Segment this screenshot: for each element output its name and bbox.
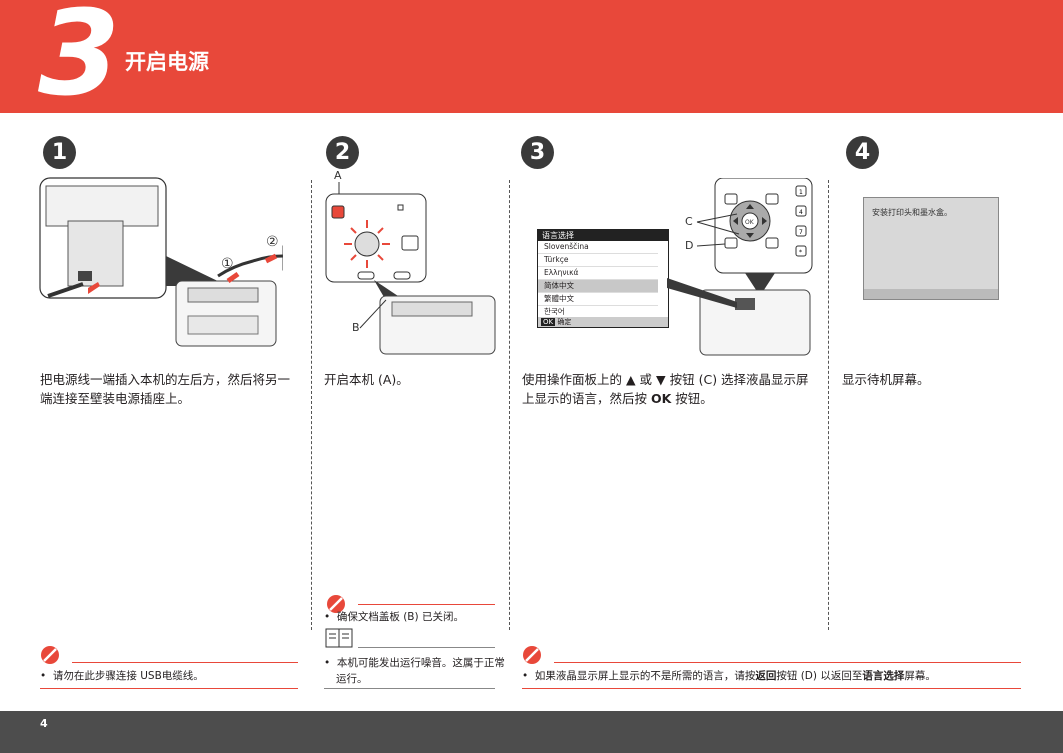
- step-3-description: 使用操作面板上的 ▲ 或 ▼ 按钮 (C) 选择液晶显示屏上显示的语言，然后按 …: [522, 372, 809, 406]
- lcd-footer: OK 确定: [538, 317, 668, 327]
- note-divider: [72, 662, 298, 663]
- standby-message: 安装打印头和墨水盒。: [872, 208, 952, 217]
- lcd-language-item[interactable]: Türkçe: [538, 254, 658, 267]
- lcd-language-screen: 语言选择 Slovenščina Türkçe Ελληνικά 简体中文 繁體…: [537, 229, 669, 328]
- section-title: 开启电源: [125, 50, 209, 74]
- power-button-illustration: A B: [325, 169, 496, 355]
- column-divider: [828, 180, 829, 630]
- callout-2: ②: [266, 234, 279, 250]
- callout-1: ①: [221, 256, 234, 272]
- pointer-wedge: [667, 278, 737, 308]
- panel-key: *: [799, 249, 802, 256]
- label-a: A: [334, 169, 342, 182]
- step-3-caution-text: • 如果液晶显示屏上显示的不是所需的语言，请按返回按钮 (D) 以返回至语言选择…: [522, 670, 936, 682]
- step-4-badge: 4: [846, 136, 879, 169]
- note-divider: [554, 662, 1021, 663]
- label-c: C: [685, 215, 693, 228]
- step-2-badge: 2: [326, 136, 359, 169]
- column-divider: [509, 180, 510, 630]
- step-2-description: 开启本机 (A)。: [324, 372, 409, 387]
- note-divider: [358, 647, 495, 648]
- svg-text:OK: OK: [745, 219, 755, 226]
- step-4-description: 显示待机屏幕。: [842, 372, 930, 387]
- lcd-language-item-selected[interactable]: 简体中文: [538, 280, 658, 293]
- step-1-badge: 1: [43, 136, 76, 169]
- standby-footer-bar: [864, 289, 998, 299]
- step-1-caution-text: • 请勿在此步骤连接 USB电缆线。: [40, 670, 204, 682]
- caution-icon: [523, 646, 541, 664]
- step-3-badge: 3: [521, 136, 554, 169]
- label-b: B: [352, 321, 360, 334]
- note-bottom-line: [324, 688, 495, 689]
- book-icon: [325, 628, 353, 648]
- caution-icon: [327, 595, 345, 613]
- lcd-language-item[interactable]: 繁體中文: [538, 293, 658, 306]
- footer-bar: [0, 711, 1063, 753]
- page-number: 4: [40, 717, 48, 730]
- header-banner: 3 开启电源: [0, 0, 1063, 113]
- standby-screen: 安装打印头和墨水盒。: [863, 197, 999, 300]
- column-divider: [311, 180, 312, 630]
- lcd-confirm-label: 确定: [557, 318, 572, 326]
- lcd-language-item[interactable]: Ελληνικά: [538, 267, 658, 280]
- lcd-language-item[interactable]: Slovenščina: [538, 241, 658, 254]
- operation-panel-illustration: OK 1 4 7 * C D: [685, 178, 813, 356]
- step-2-info-text: • 本机可能发出运行噪音。这属于正常运行。: [324, 657, 505, 685]
- panel-key: 7: [799, 229, 803, 236]
- section-number: 3: [38, 0, 121, 122]
- note-bottom-line: [522, 688, 1021, 689]
- lcd-header: 语言选择: [538, 230, 668, 241]
- note-bottom-line: [40, 688, 298, 689]
- note-divider: [358, 604, 495, 605]
- panel-key: 4: [799, 209, 803, 216]
- label-d: D: [685, 239, 693, 252]
- lcd-ok-badge: OK: [541, 318, 556, 326]
- step-2-caution-text: • 确保文档盖板 (B) 已关闭。: [324, 611, 464, 623]
- caution-icon: [41, 646, 59, 664]
- power-cord-illustration: ① ②: [39, 177, 283, 347]
- step-1-description: 把电源线一端插入本机的左后方，然后将另一端连接至壁装电源插座上。: [40, 372, 291, 406]
- panel-key: 1: [799, 189, 803, 196]
